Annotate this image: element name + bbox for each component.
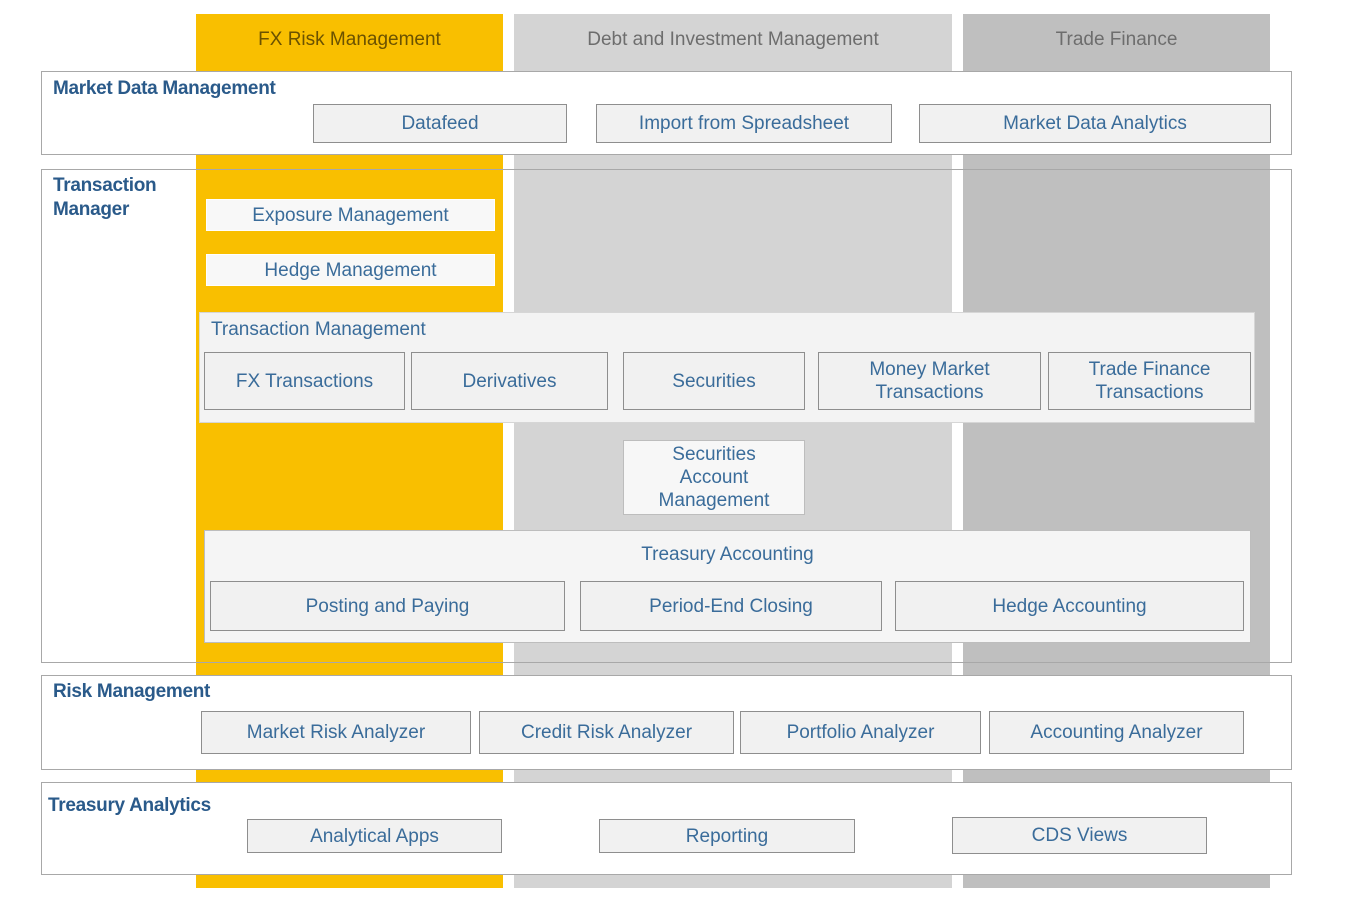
credit-risk-analyzer-box[interactable]: Credit Risk Analyzer: [479, 711, 734, 754]
trade-finance-line1: Trade Finance: [1088, 359, 1211, 380]
analytical-apps-box[interactable]: Analytical Apps: [247, 819, 502, 853]
trade-finance-transactions-box[interactable]: Trade Finance Transactions: [1048, 352, 1251, 410]
transaction-manager-section: [41, 169, 1292, 663]
money-market-line2: Transactions: [875, 382, 984, 403]
market-data-title: Market Data Management: [53, 78, 276, 99]
cds-views-box[interactable]: CDS Views: [952, 817, 1207, 854]
trade-finance-line2: Transactions: [1095, 382, 1204, 403]
exposure-management-box[interactable]: Exposure Management: [206, 199, 495, 231]
period-end-closing-box[interactable]: Period-End Closing: [580, 581, 882, 631]
transaction-management-title: Transaction Management: [211, 319, 426, 340]
market-risk-analyzer-box[interactable]: Market Risk Analyzer: [201, 711, 471, 754]
derivatives-box[interactable]: Derivatives: [411, 352, 608, 410]
import-spreadsheet-box[interactable]: Import from Spreadsheet: [596, 104, 892, 143]
risk-management-title: Risk Management: [53, 681, 211, 702]
reporting-box[interactable]: Reporting: [599, 819, 855, 853]
money-market-line1: Money Market: [869, 359, 990, 380]
posting-paying-box[interactable]: Posting and Paying: [210, 581, 565, 631]
securities-box[interactable]: Securities: [623, 352, 805, 410]
securities-account-line1: Securities: [672, 444, 756, 465]
hedge-accounting-box[interactable]: Hedge Accounting: [895, 581, 1244, 631]
money-market-transactions-box[interactable]: Money Market Transactions: [818, 352, 1041, 410]
market-data-analytics-box[interactable]: Market Data Analytics: [919, 104, 1271, 143]
hedge-management-box[interactable]: Hedge Management: [206, 254, 495, 286]
transaction-manager-title-line2: Manager: [53, 199, 130, 220]
column-header-debt: Debt and Investment Management: [587, 29, 879, 50]
accounting-analyzer-box[interactable]: Accounting Analyzer: [989, 711, 1244, 754]
securities-account-management-box[interactable]: Securities Account Management: [623, 440, 805, 515]
transaction-manager-title-line1: Transaction: [53, 175, 157, 196]
datafeed-box[interactable]: Datafeed: [313, 104, 567, 143]
treasury-analytics-title: Treasury Analytics: [48, 795, 211, 816]
securities-account-line3: Management: [658, 490, 770, 511]
fx-transactions-box[interactable]: FX Transactions: [204, 352, 405, 410]
column-header-fx: FX Risk Management: [258, 29, 441, 50]
securities-account-line2: Account: [679, 467, 749, 488]
portfolio-analyzer-box[interactable]: Portfolio Analyzer: [740, 711, 981, 754]
column-header-trade: Trade Finance: [1055, 29, 1178, 50]
treasury-accounting-title: Treasury Accounting: [641, 544, 814, 565]
